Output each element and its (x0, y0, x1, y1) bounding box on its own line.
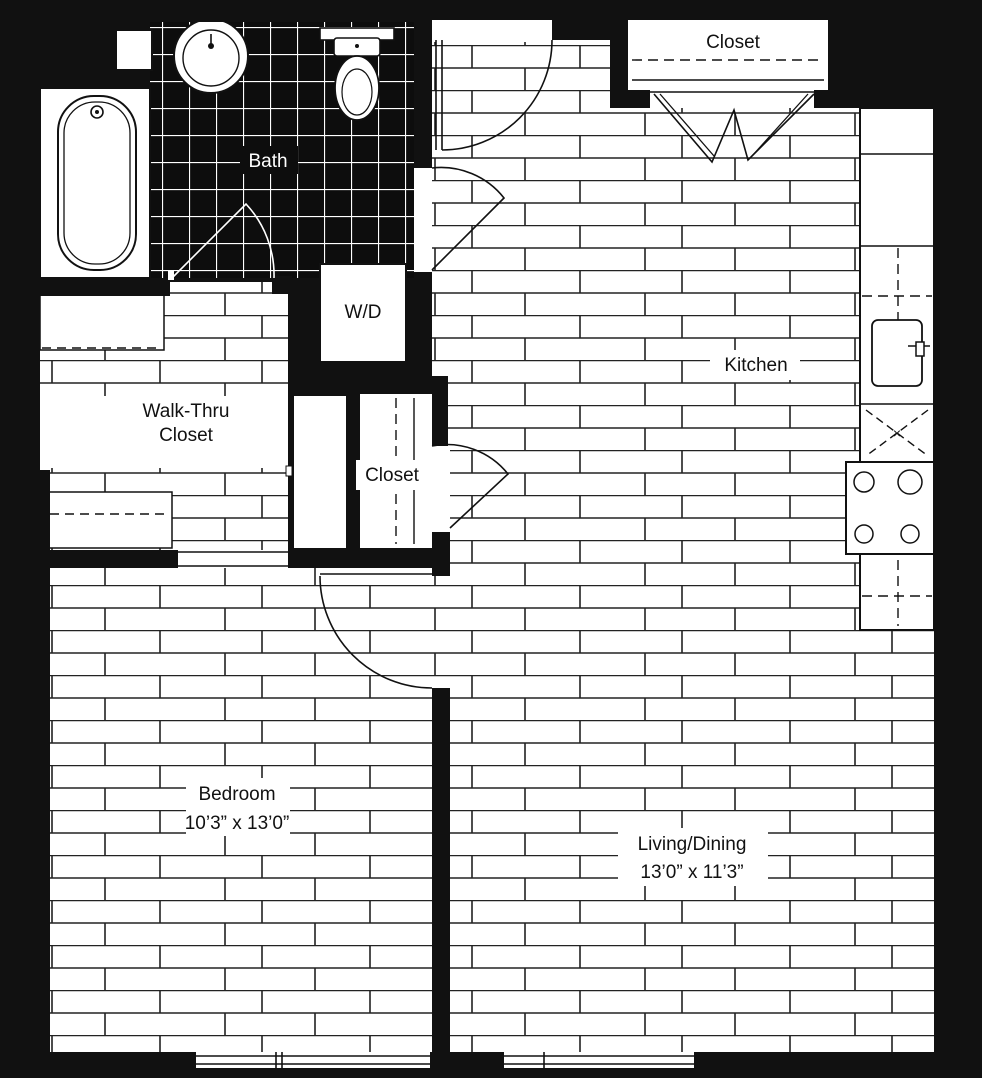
front-door[interactable] (441, 39, 553, 151)
wall-bottom (0, 1052, 982, 1078)
walk-thru-shelf-top (39, 293, 165, 351)
floor-kitchen (432, 40, 862, 560)
label-closet-top: Closet (706, 32, 761, 53)
laundry-door[interactable] (431, 166, 506, 271)
wall-bedroom-top-left (48, 550, 178, 568)
bath-cabinet (115, 29, 153, 71)
label-washer-dryer: W/D (345, 302, 382, 323)
label-kitchen: Kitchen (724, 355, 787, 376)
wall-bedroom-top-mid (288, 550, 450, 568)
wall-right-top (860, 0, 940, 108)
cooktop (845, 461, 935, 555)
label-closet-mid: Closet (365, 465, 420, 486)
wall-left (0, 0, 40, 1078)
washer-dryer (319, 263, 407, 363)
closet-left-shelf (294, 396, 346, 548)
label-walk-thru-line2: Closet (159, 425, 214, 446)
toilet-bowl (334, 55, 380, 121)
svg-text:×: × (893, 425, 901, 441)
walk-thru-shelf-bottom (47, 491, 173, 549)
front-door-opening (432, 20, 552, 42)
label-living-dining-size: 13’0” x 11’3” (640, 862, 743, 883)
kitchen-side-opening (414, 168, 432, 272)
wall-bath-bottom (40, 278, 170, 296)
wall-bedroom-living (432, 688, 450, 1054)
bedroom-door[interactable] (319, 575, 433, 689)
wall-right (934, 0, 982, 1078)
label-bedroom: Bedroom (198, 784, 275, 805)
closet-mid-door[interactable] (431, 443, 510, 529)
top-closet-bifold-doors[interactable] (653, 93, 815, 164)
wall-bath-bottom-right (272, 276, 292, 294)
label-walk-thru-line1: Walk-Thru (143, 401, 230, 422)
floor-living-dining (450, 560, 934, 1052)
label-living-dining: Living/Dining (638, 834, 747, 855)
wall-front-right (552, 20, 612, 40)
label-bedroom-size: 10’3” x 13’0” (185, 813, 290, 834)
wall-top-left (40, 0, 414, 22)
closet-door-opening (430, 446, 450, 532)
bedroom-window (196, 1052, 430, 1068)
label-bath: Bath (248, 151, 287, 172)
living-window (504, 1052, 694, 1068)
walk-thru-label-bg (40, 396, 292, 468)
walk-thru-threshold (178, 550, 288, 568)
wall-left-lower (40, 470, 50, 1078)
kitchen-sink (871, 319, 923, 387)
bath-door[interactable] (171, 202, 275, 279)
floor-hall (300, 568, 450, 688)
